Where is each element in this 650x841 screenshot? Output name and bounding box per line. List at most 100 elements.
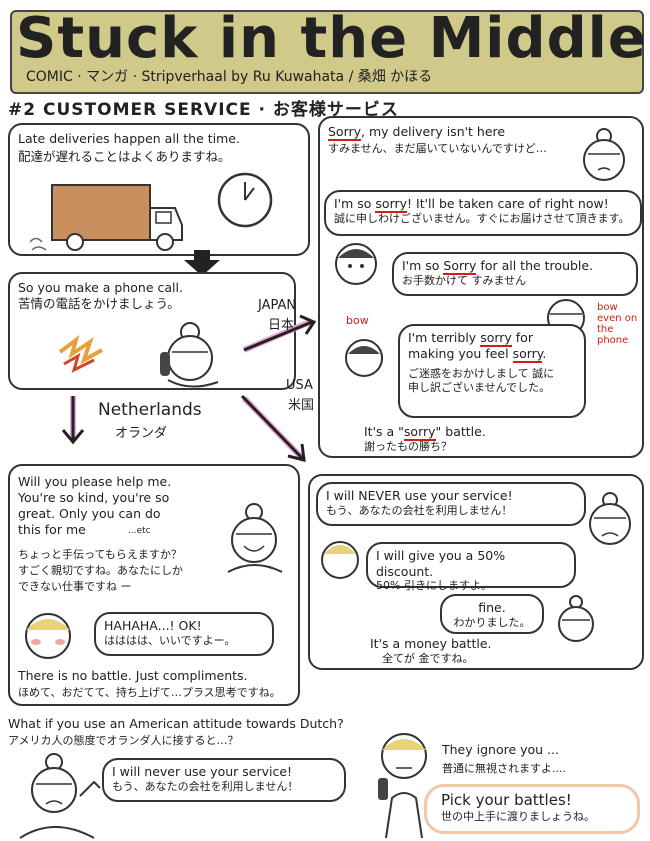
panel2-text-jp: 苦情の電話をかけましょう。 bbox=[18, 296, 180, 311]
usa-bubble3-jp: わかりました。 bbox=[453, 615, 531, 629]
japan-caption-en: It's a "sorry" battle. bbox=[364, 424, 486, 441]
pick-battles-jp: 世の中上手に渡りましょうね。 bbox=[441, 809, 595, 823]
japan-bubble4-jp2: 申し訳ございませんでした。 bbox=[408, 381, 551, 394]
japan-bubble3-jp: お手数かけて すみません bbox=[402, 273, 527, 287]
panel1-text-en: Late deliveries happen all the time. bbox=[18, 131, 240, 146]
usa-bubble3-en: fine. bbox=[478, 600, 506, 615]
arrow-usa-icon bbox=[240, 394, 306, 462]
nl-reply-bubble: HAHAHA...! OK! はははは、いいですよー。 bbox=[94, 612, 274, 656]
japan-bubble2-en: I'm so sorry! It'll be taken care of rig… bbox=[334, 196, 609, 213]
truck-cargo-box bbox=[51, 184, 151, 241]
japan-label-jp: 日本 bbox=[268, 318, 295, 333]
nl-text-en4: this for me bbox=[18, 522, 86, 537]
truck-wheel-front bbox=[156, 233, 174, 251]
pick-battles-en: Pick your battles! bbox=[441, 791, 572, 809]
comic-subtitle: COMIC · マンガ · Stripverhaal by Ru Kuwahat… bbox=[26, 69, 433, 85]
usa-bubble1-en: I will NEVER use your service! bbox=[326, 488, 513, 503]
title-band: Stuck in the Middle COMIC · マンガ · Stripv… bbox=[0, 6, 650, 94]
phone-icon bbox=[378, 778, 388, 800]
phone-handset-icon bbox=[160, 352, 170, 376]
japan-label-en: JAPAN bbox=[258, 298, 297, 313]
panel-late-delivery: Late deliveries happen all the time. 配達が… bbox=[8, 123, 310, 256]
nl-text-en2: You're so kind, you're so bbox=[18, 490, 170, 505]
staff-face-bowing bbox=[345, 339, 383, 377]
truck-wheel-rear bbox=[66, 233, 84, 251]
customer-face-smiling bbox=[227, 503, 283, 573]
nl-text-en1: Will you please help me. bbox=[18, 474, 172, 489]
bow-note: bow bbox=[346, 314, 369, 327]
pick-your-battles-box: Pick your battles! 世の中上手に渡りましょうね。 bbox=[424, 784, 640, 834]
delivery-truck-and-clock-illustration bbox=[30, 172, 273, 251]
nl-caption-en: There is no battle. Just compliments. bbox=[18, 668, 248, 683]
japan-bubble1-en: Sorry, my delivery isn't here bbox=[328, 124, 506, 141]
usa-bubble3: fine. わかりました。 bbox=[440, 594, 544, 634]
panel-usa: I will NEVER use your service! もう、あなたの会社… bbox=[308, 474, 644, 670]
usa-label-jp: 米国 bbox=[288, 398, 315, 413]
truck-window bbox=[155, 211, 172, 224]
nl-text-jp1: ちょっと手伝ってもらえますか？ bbox=[18, 548, 182, 561]
caller-shoulders bbox=[167, 379, 219, 388]
episode-heading: #2 CUSTOMER SERVICE · お客様サービス bbox=[8, 100, 399, 120]
nl-caption-jp: ほめて、おだてて、持ち上げて…プラス思考ですね。 bbox=[18, 686, 281, 699]
panel-netherlands: Will you please help me. You're so kind,… bbox=[8, 464, 300, 706]
customer-face-1 bbox=[583, 128, 625, 181]
truck-dust bbox=[30, 237, 47, 251]
sorry-word: Sorry bbox=[328, 124, 362, 141]
usa-bubble2: I will give you a 50% discount. 50% 引きにし… bbox=[366, 542, 576, 592]
nl-reply-en: HAHAHA...! OK! bbox=[104, 618, 202, 633]
branch-arrows bbox=[240, 314, 317, 463]
caller-illustration bbox=[58, 322, 219, 388]
japan-bubble1-jp: すみません、まだ届いていないんですけど… bbox=[328, 142, 547, 155]
nl-text-etc: ...etc bbox=[128, 526, 151, 536]
arrow-netherlands-icon bbox=[61, 396, 85, 445]
staff-face-blushing bbox=[25, 613, 71, 659]
bow-even-on-phone-note: bow even on the phone bbox=[597, 302, 638, 346]
bottom-question-en: What if you use an American attitude tow… bbox=[8, 716, 344, 731]
nl-text-en3: great. Only you can do bbox=[18, 506, 161, 521]
arrow-japan-icon bbox=[243, 314, 317, 352]
nl-text-jp2: すごく親切ですね。あなたにしか bbox=[18, 564, 183, 577]
netherlands-label-jp: オランダ bbox=[115, 426, 168, 441]
clock-hand-hour bbox=[244, 187, 255, 201]
caller-face bbox=[167, 335, 213, 381]
japan-bubble3-en: I'm so Sorry for all the trouble. bbox=[402, 258, 594, 275]
netherlands-label-en: Netherlands bbox=[98, 400, 202, 420]
usa-bubble2-jp: 50% 引きにしますよ。 bbox=[376, 579, 492, 593]
bottom-bubble: I will never use your service! もう、あなたの会社… bbox=[102, 758, 346, 802]
bottom-bubble-en: I will never use your service! bbox=[112, 764, 293, 779]
customer-face-angry bbox=[589, 492, 631, 545]
nl-reply-jp: はははは、いいですよー。 bbox=[104, 633, 236, 647]
japan-bubble3: I'm so Sorry for all the trouble. お手数かけて… bbox=[392, 252, 638, 296]
comic-title: Stuck in the Middle bbox=[16, 6, 647, 71]
japan-caption-jp: 謝ったもの勝ち？ bbox=[364, 440, 452, 453]
ignore-text-en: They ignore you ... bbox=[442, 742, 559, 757]
ignore-text-jp: 普通に無視されますよ.... bbox=[442, 762, 566, 775]
usa-bubble1-jp: もう、あなたの会社を利用しません！ bbox=[326, 503, 513, 517]
japan-bubble1-rest: , my delivery isn't here bbox=[361, 124, 506, 139]
usa-caption-en: It's a money battle. bbox=[370, 636, 492, 651]
japan-bubble2-jp: 誠に申しわけございません。すぐにお届けさせて頂きます。 bbox=[334, 211, 630, 225]
anger-zigzag-icon-2 bbox=[63, 352, 95, 373]
japan-bubble4-en2: making you feel sorry. bbox=[408, 345, 547, 363]
anger-zigzag-icon bbox=[58, 334, 103, 365]
panel1-text-jp: 配達が遅れることはよくありますね。 bbox=[18, 149, 231, 164]
panel2-text-en: So you make a phone call. bbox=[18, 280, 183, 295]
japan-bubble4: I'm terribly sorry for making you feel s… bbox=[398, 324, 586, 418]
japan-bubble4-jp1: ご迷惑をおかけしまして 誠に bbox=[408, 367, 555, 381]
dutch-person-ignoring bbox=[378, 733, 427, 838]
nl-text-jp3: できない仕事ですね ー bbox=[18, 580, 132, 593]
usa-label-en: USA bbox=[286, 378, 313, 393]
japan-bubble2: I'm so sorry! It'll be taken care of rig… bbox=[324, 190, 642, 236]
bottom-question-jp: アメリカ人の態度でオランダ人に接すると…？ bbox=[8, 734, 239, 747]
usa-bubble1: I will NEVER use your service! もう、あなたの会社… bbox=[316, 482, 586, 526]
staff-face-usa bbox=[321, 541, 359, 579]
usa-caption-jp: 全てが 金ですね。 bbox=[382, 652, 474, 665]
customer-face-resigned bbox=[558, 595, 594, 642]
bottom-bubble-jp: もう、あなたの会社を利用しません！ bbox=[112, 779, 299, 793]
staff-face-worried bbox=[335, 243, 377, 285]
american-customer-pointing bbox=[19, 753, 101, 839]
panel-japan: Sorry, my delivery isn't here すみません、まだ届い… bbox=[318, 116, 644, 458]
usa-bubble2-en: I will give you a 50% discount. bbox=[376, 548, 506, 579]
title-background bbox=[10, 10, 644, 94]
down-arrow-icon bbox=[184, 250, 220, 276]
